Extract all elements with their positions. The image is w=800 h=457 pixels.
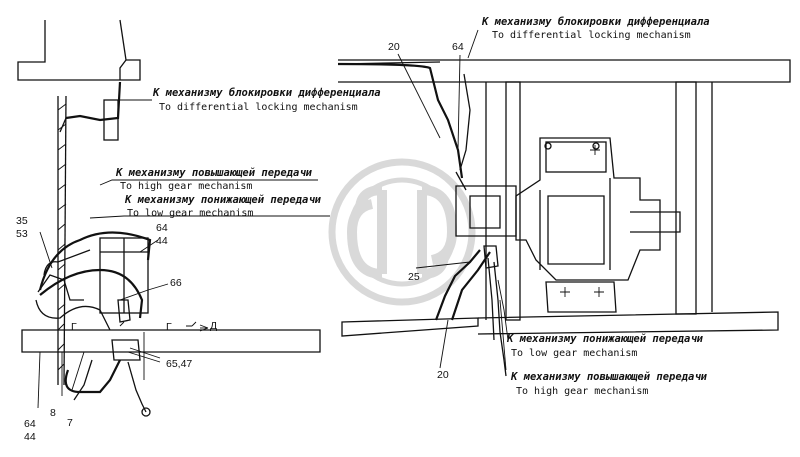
callout-8: 8 — [50, 407, 56, 419]
callout-64-lower: 64 — [24, 418, 36, 430]
diff-lock-pipe — [337, 62, 464, 179]
callout-64-upper: 64 — [156, 222, 168, 234]
section-mark-g-right: Г — [166, 321, 172, 333]
hose-bundle — [38, 231, 152, 291]
left-view — [17, 19, 330, 417]
callout-25: 25 — [408, 271, 420, 283]
left-diff-label-ru: К механизму блокировки дифференциала — [153, 87, 381, 99]
left-high-label-ru: К механизму повышающей передачи — [116, 167, 312, 179]
callout-35: 35 — [16, 215, 28, 227]
frame-rail — [21, 329, 321, 353]
left-diff-label-en: To differential locking mechanism — [159, 102, 358, 113]
callout-20-upper: 20 — [388, 41, 400, 53]
callout-7: 7 — [67, 417, 73, 429]
right-diff-label-ru: К механизму блокировки дифференциала — [482, 16, 710, 28]
cab-outline — [17, 19, 141, 81]
callout-64-right: 64 — [452, 41, 464, 53]
callout-44-upper: 44 — [156, 235, 168, 247]
lower-frame-rail — [341, 317, 479, 337]
callout-65-47: 65,47 — [166, 358, 193, 370]
cross-member-right — [675, 81, 697, 315]
callout-20-lower: 20 — [437, 369, 449, 381]
callout-44-lower: 44 — [24, 431, 36, 443]
left-low-label-ru: К механизму понижающей передачи — [125, 194, 321, 206]
cross-member-left — [505, 81, 521, 321]
lower-bracket — [545, 281, 617, 313]
upper-frame-rail — [338, 59, 791, 83]
right-low-label-ru: К механизму понижающей передачи — [507, 333, 703, 345]
shift-hoses — [434, 249, 481, 321]
watermark-logo-icon — [328, 158, 476, 306]
right-low-label-en: To low gear mechanism — [511, 348, 638, 359]
cab-inner — [119, 59, 127, 80]
right-view — [337, 29, 791, 377]
callout-53: 53 — [16, 228, 28, 240]
section-mark-g-left: Г — [71, 321, 77, 333]
left-low-label-en: To low gear mechanism — [127, 208, 254, 219]
left-high-label-en: To high gear mechanism — [120, 181, 253, 192]
gearbox-body — [515, 137, 661, 281]
right-high-label-en: To high gear mechanism — [516, 386, 649, 397]
section-mark-d: Д — [210, 320, 218, 332]
right-diff-label-en: To differential locking mechanism — [492, 30, 691, 41]
right-high-label-ru: К механизму повышающей передачи — [511, 371, 707, 383]
callout-66: 66 — [170, 277, 182, 289]
